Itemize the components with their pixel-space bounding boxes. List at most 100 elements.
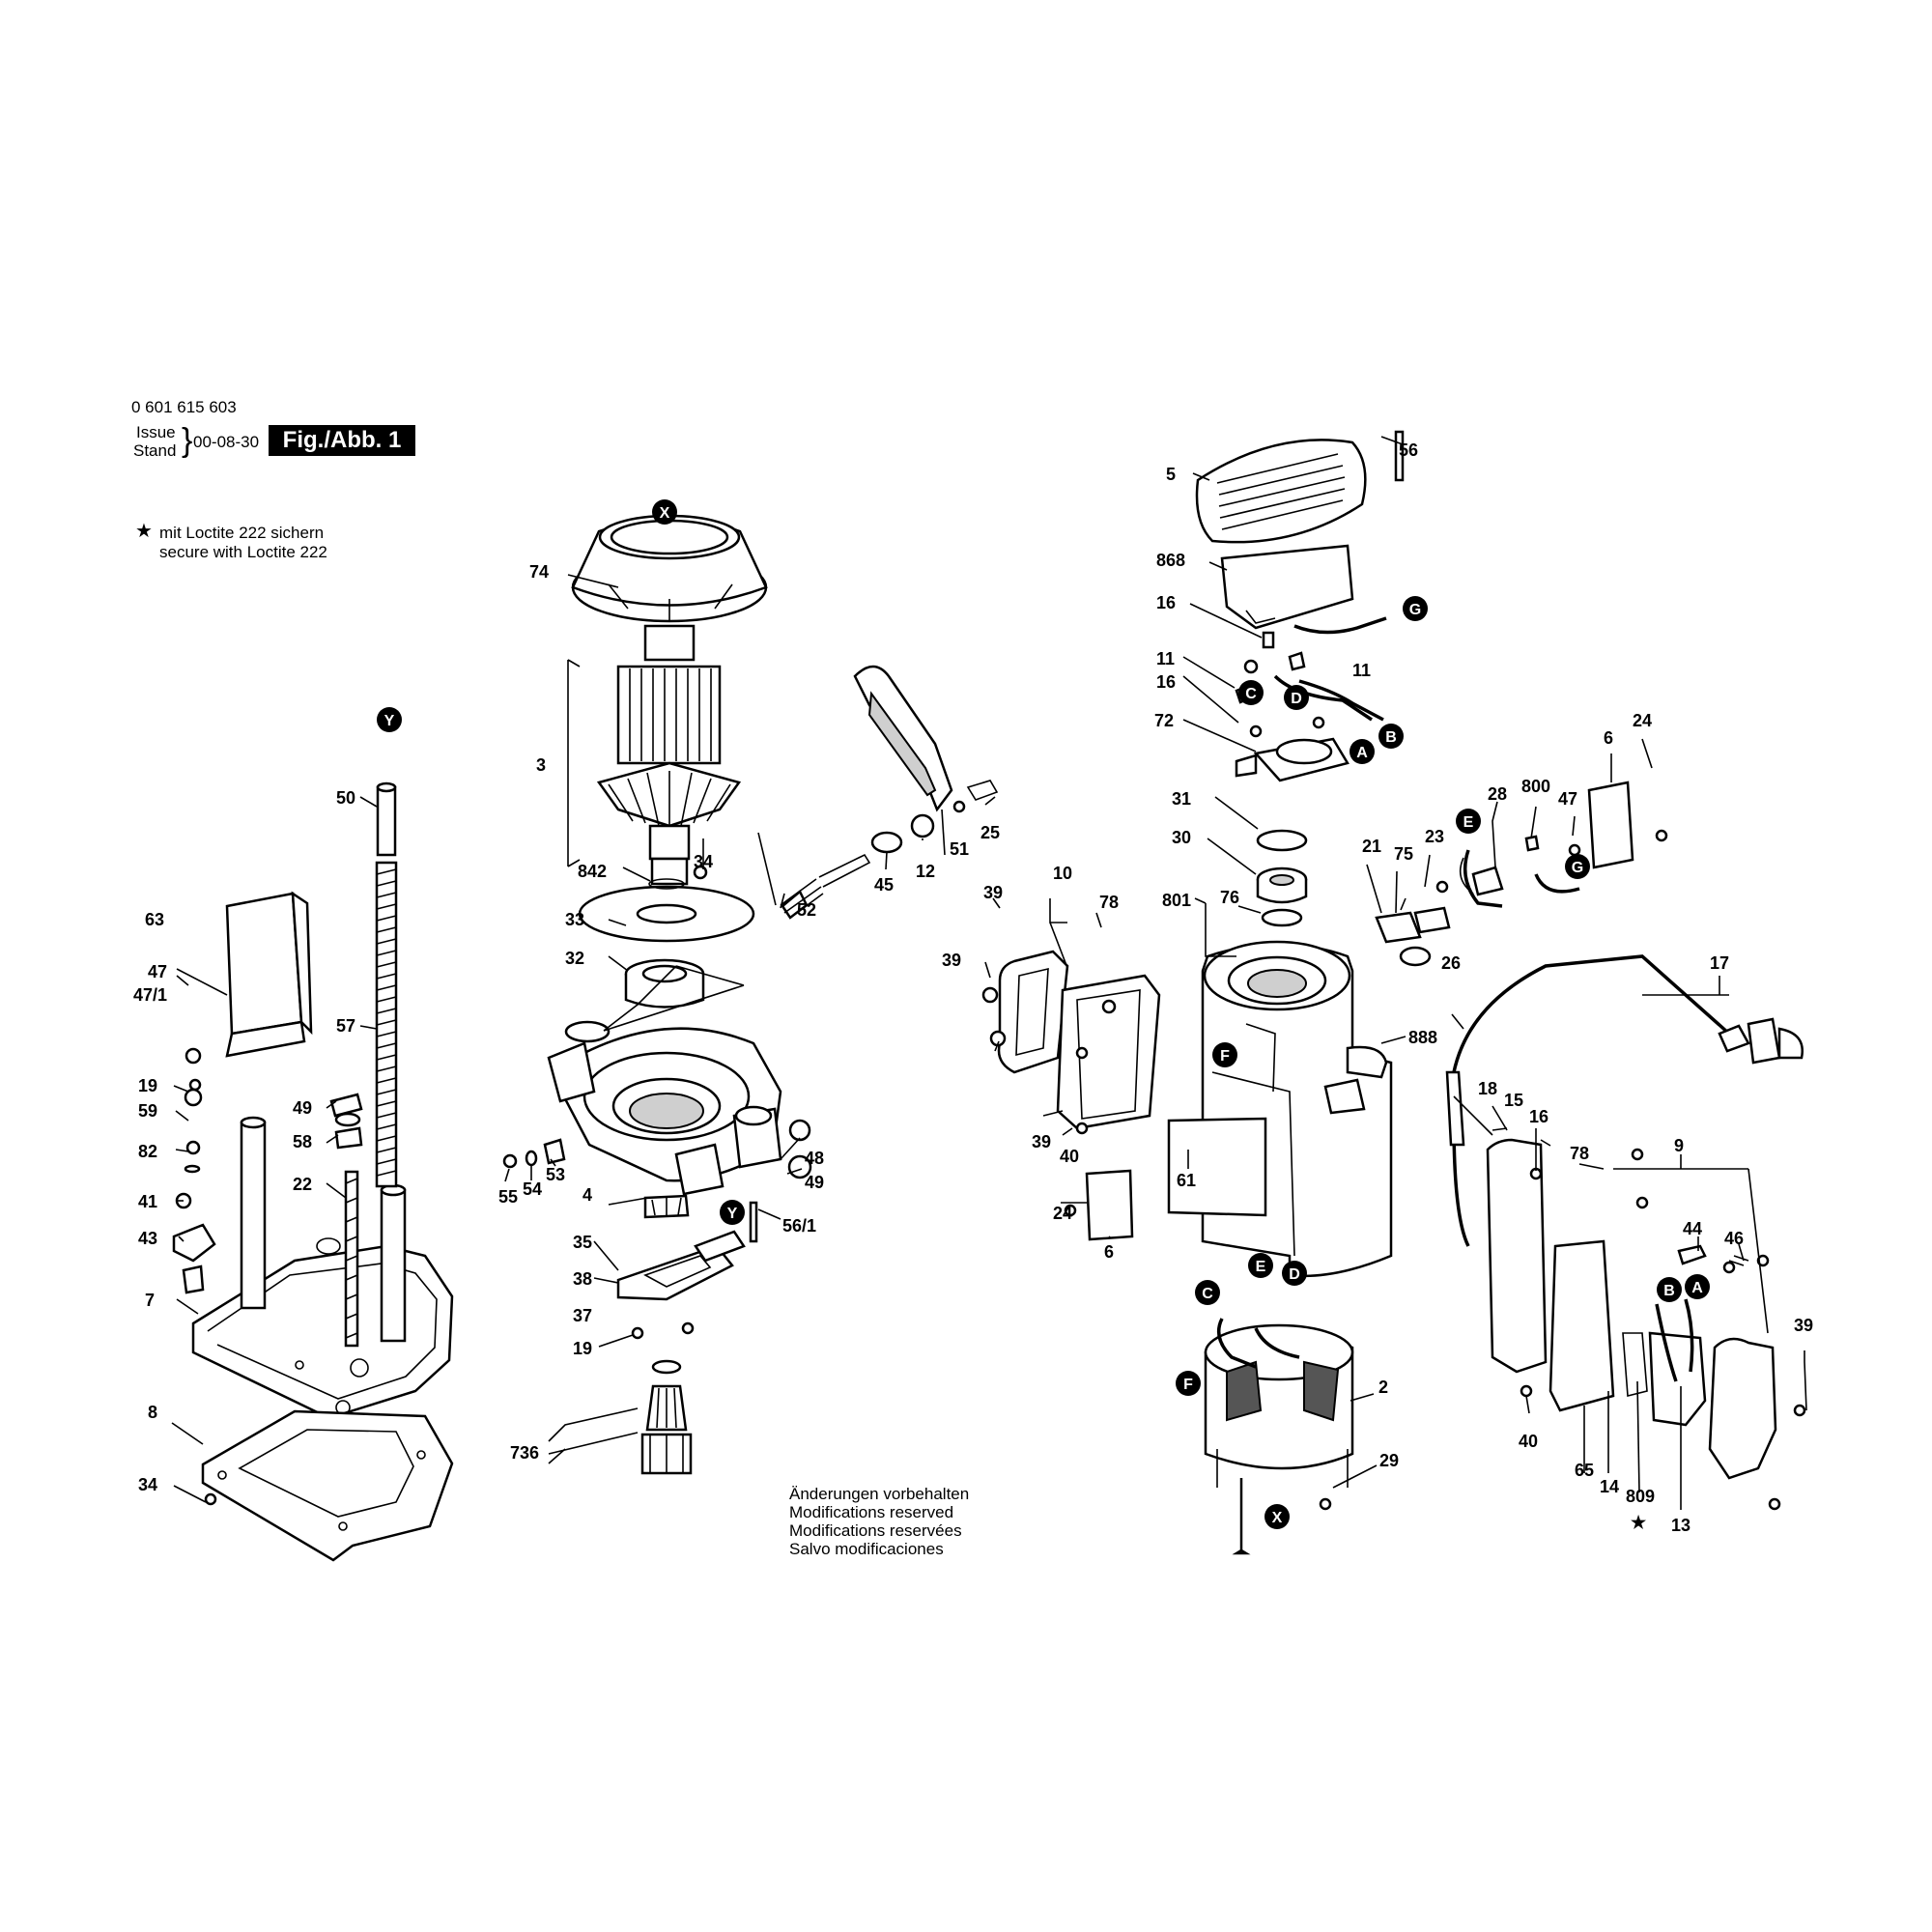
part-label-25: 25 — [980, 823, 1000, 842]
part-label-26: 26 — [1441, 953, 1461, 973]
part-label-50: 50 — [336, 788, 355, 808]
part-number-labels: 3 74 842 34 33 32 4 35 38 37 19 736 55 5… — [133, 440, 1813, 1535]
bearing-assembly-drawing — [578, 865, 755, 1009]
part-label-58: 58 — [293, 1132, 312, 1151]
part-label-47-right: 47 — [1558, 789, 1577, 809]
part-label-61: 61 — [1177, 1171, 1196, 1190]
part-label-45: 45 — [874, 875, 894, 895]
part-label-41: 41 — [138, 1192, 157, 1211]
part-label-78-right: 78 — [1570, 1144, 1589, 1163]
issue-label-en: Issue — [136, 423, 176, 441]
marker-e-stator: E — [1248, 1253, 1273, 1278]
footer-note-en: Modifications reserved — [789, 1503, 954, 1521]
marker-a-top-label: A — [1356, 745, 1368, 761]
part-label-6-left: 6 — [1104, 1242, 1114, 1262]
part-label-13: 13 — [1671, 1516, 1690, 1535]
cord-17-drawing — [1445, 954, 1804, 1247]
marker-g-top-label: G — [1409, 602, 1421, 618]
marker-d-stator: D — [1282, 1261, 1307, 1286]
loctite-note-en: secure with Loctite 222 — [159, 543, 327, 561]
part-label-868: 868 — [1156, 551, 1185, 570]
part-label-75: 75 — [1394, 844, 1413, 864]
marker-f-stator: F — [1176, 1371, 1201, 1396]
part-label-19-center: 19 — [573, 1339, 592, 1358]
marker-f-stator-label: F — [1183, 1377, 1193, 1393]
brace: } — [182, 422, 193, 459]
connection-markers: X Y Y X G G C D A B E F E D C F B A — [377, 499, 1710, 1529]
marker-d-stator-label: D — [1289, 1266, 1300, 1283]
marker-y-center-label: Y — [727, 1206, 738, 1222]
marker-d-top-label: D — [1291, 691, 1302, 707]
field-stator-2-drawing — [1204, 1323, 1354, 1555]
part-label-4: 4 — [582, 1185, 592, 1205]
part-label-6-right: 6 — [1604, 728, 1613, 748]
marker-a-top: A — [1350, 739, 1375, 764]
part-label-16-mid: 16 — [1156, 672, 1176, 692]
brush-parts-drawing — [1375, 781, 1634, 967]
part-label-5: 5 — [1166, 465, 1176, 484]
marker-g-brush: G — [1565, 854, 1590, 879]
part-label-34-center: 34 — [694, 852, 713, 871]
part-label-46: 46 — [1724, 1229, 1744, 1248]
part-label-39-bottom: 39 — [1032, 1132, 1051, 1151]
issue-label-de: Stand — [133, 441, 177, 460]
guide-column-left — [240, 1116, 267, 1310]
part-label-16-right: 16 — [1529, 1107, 1548, 1126]
spring-57-drawing — [375, 861, 398, 1188]
part-label-47-left: 47 — [148, 962, 167, 981]
marker-c-top-label: C — [1245, 686, 1257, 702]
chip-deflector-63-drawing — [225, 891, 313, 1058]
part-label-31: 31 — [1172, 789, 1191, 809]
fan-cover-74-drawing — [571, 514, 768, 623]
motor-housing-801-drawing — [1167, 940, 1393, 1278]
marker-c-stator-label: C — [1202, 1286, 1213, 1302]
leader-lines — [171, 436, 1807, 1510]
guide-column-right — [380, 1183, 407, 1343]
collet-parts-drawing — [616, 1194, 746, 1475]
marker-c-stator: C — [1195, 1280, 1220, 1305]
part-label-28: 28 — [1488, 784, 1507, 804]
part-label-53: 53 — [546, 1165, 565, 1184]
part-label-34-left: 34 — [138, 1475, 157, 1494]
part-label-16-top: 16 — [1156, 593, 1176, 612]
part-label-29: 29 — [1379, 1451, 1399, 1470]
part-label-3: 3 — [536, 755, 546, 775]
part-label-38: 38 — [573, 1269, 592, 1289]
part-label-8: 8 — [148, 1403, 157, 1422]
part-label-40-right: 40 — [1519, 1432, 1538, 1451]
part-number: 0 601 615 603 — [131, 398, 237, 416]
part-label-39-top: 39 — [983, 883, 1003, 902]
marker-y-left: Y — [377, 707, 402, 732]
part-label-24-right: 24 — [1633, 711, 1652, 730]
part-label-11-left: 11 — [1156, 649, 1175, 668]
end-cap-5-drawing — [1195, 439, 1367, 649]
marker-b-top-label: B — [1385, 729, 1397, 746]
marker-x-top-label: X — [660, 505, 670, 522]
part-label-49-center: 49 — [805, 1173, 824, 1192]
figure-label: Fig./Abb. 1 — [269, 425, 415, 456]
part-label-57: 57 — [336, 1016, 355, 1036]
part-label-17: 17 — [1710, 953, 1729, 973]
marker-f-housing: F — [1212, 1042, 1237, 1067]
sub-base-drawing — [201, 1409, 454, 1562]
marker-e-brush-label: E — [1463, 814, 1474, 831]
marker-a-switch-label: A — [1691, 1280, 1703, 1296]
part-label-44: 44 — [1683, 1219, 1702, 1238]
part-label-736: 736 — [510, 1443, 539, 1463]
bearing-30-31-drawing — [1256, 829, 1308, 927]
part-label-74: 74 — [529, 562, 549, 582]
armature-3-drawing — [596, 624, 742, 886]
part-label-37: 37 — [573, 1306, 592, 1325]
part-label-56-top: 56 — [1399, 440, 1418, 460]
footer-note-es: Salvo modificaciones — [789, 1540, 944, 1558]
part-label-10: 10 — [1053, 864, 1072, 883]
marker-y-left-label: Y — [384, 713, 395, 729]
marker-x-top: X — [652, 499, 677, 525]
part-label-39-mid: 39 — [942, 951, 961, 970]
marker-x-bottom: X — [1264, 1504, 1290, 1529]
part-label-24-left: 24 — [1053, 1204, 1072, 1223]
part-label-2: 2 — [1378, 1378, 1388, 1397]
part-label-49-left: 49 — [293, 1098, 312, 1118]
part-label-35: 35 — [573, 1233, 592, 1252]
